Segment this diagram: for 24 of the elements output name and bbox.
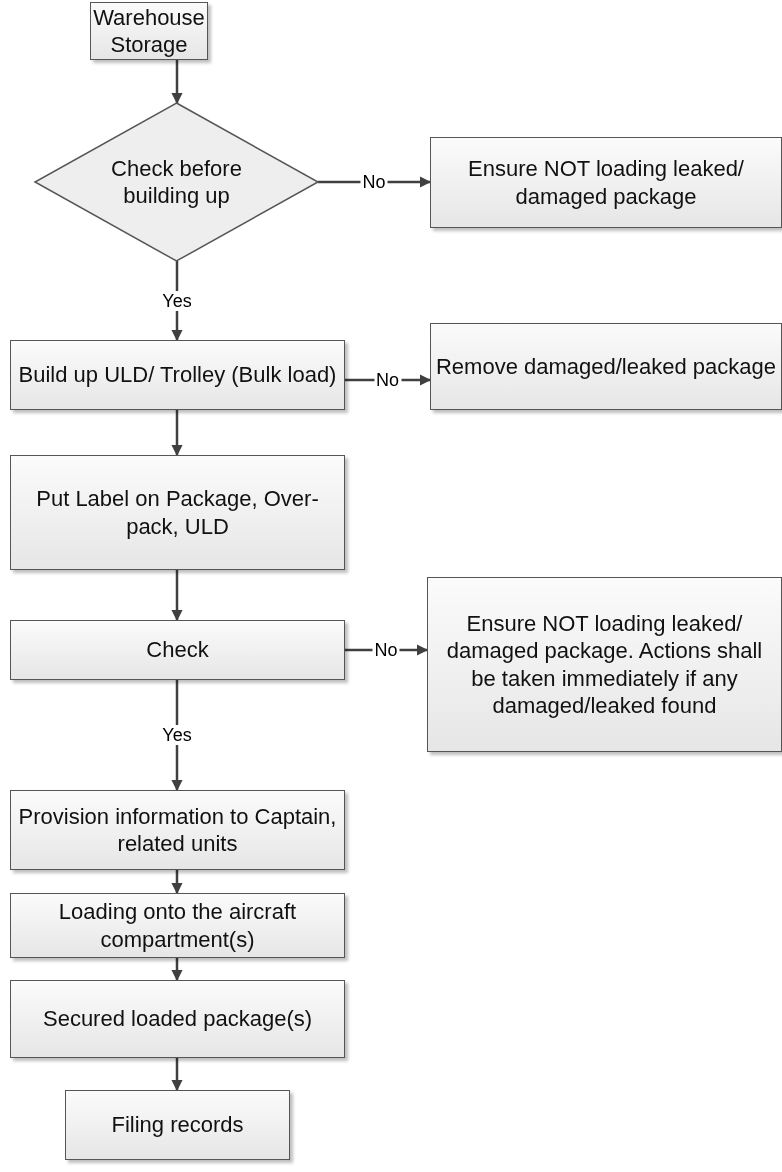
process-box [10, 790, 345, 870]
node-text: Build up ULD/ Trolley (Bulk load) [17, 361, 338, 389]
node-text: Filing records [110, 1111, 245, 1139]
node-text: Warehouse Storage [92, 3, 206, 59]
node-text: Ensure NOT loading leaked/ damaged package. Actions shall be taken immediately if any damaged/leaked found [445, 609, 764, 720]
node-text: Check before building up [110, 154, 243, 210]
node-text: Secured loaded package(s) [41, 1005, 314, 1033]
process-box [10, 455, 345, 570]
process-box [430, 323, 782, 410]
process-box [430, 137, 782, 228]
process-box [10, 893, 345, 958]
process-box [10, 340, 345, 410]
process-box [65, 1090, 290, 1160]
node-text: Remove damaged/leaked package [435, 352, 777, 381]
node-text: Loading onto the aircraft compartment(s) [57, 898, 298, 953]
node-text: Put Label on Package, Over-pack, ULD [35, 485, 320, 540]
node-text: Ensure NOT loading leaked/ damaged package [467, 155, 745, 210]
process-box [427, 577, 782, 752]
edge-label: Yes [160, 290, 194, 311]
process-box [10, 980, 345, 1058]
node-text: Check [145, 636, 210, 664]
edge-label: Yes [160, 725, 194, 745]
process-box [10, 620, 345, 680]
node-text: Provision information to Captain, related units [17, 802, 338, 858]
